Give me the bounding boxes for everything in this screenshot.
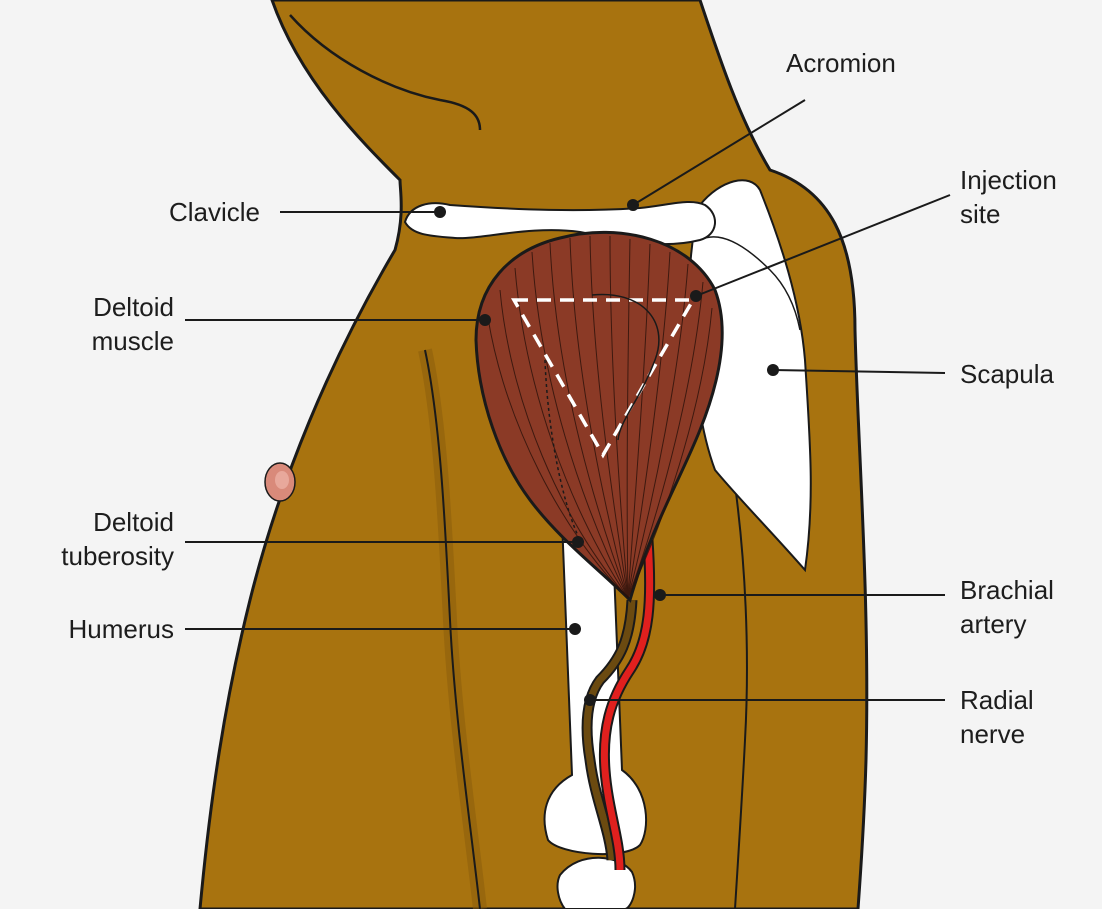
label-scapula: Scapula xyxy=(960,357,1054,391)
label-clavicle: Clavicle xyxy=(140,195,260,229)
label-radial-nerve-line2: nerve xyxy=(960,717,1034,751)
nipple-mark xyxy=(265,463,295,501)
deltoid-tuberosity-dot xyxy=(572,536,584,548)
humerus-dot xyxy=(569,623,581,635)
label-deltoid-muscle-line2: muscle xyxy=(40,324,174,358)
label-injection-site: Injection site xyxy=(960,163,1057,231)
label-deltoid-tuberosity: Deltoid tuberosity xyxy=(20,505,174,573)
label-scapula-text: Scapula xyxy=(960,357,1054,391)
label-acromion: Acromion xyxy=(786,46,896,80)
label-brachial-artery-line2: artery xyxy=(960,607,1054,641)
label-humerus-text: Humerus xyxy=(20,612,174,646)
label-acromion-text: Acromion xyxy=(786,46,896,80)
label-brachial-artery: Brachial artery xyxy=(960,573,1054,641)
label-deltoid-muscle-line1: Deltoid xyxy=(40,290,174,324)
injection-site-dot xyxy=(690,290,702,302)
label-radial-nerve: Radial nerve xyxy=(960,683,1034,751)
label-radial-nerve-line1: Radial xyxy=(960,683,1034,717)
label-brachial-artery-line1: Brachial xyxy=(960,573,1054,607)
clavicle-dot xyxy=(434,206,446,218)
label-deltoid-muscle: Deltoid muscle xyxy=(40,290,174,358)
label-deltoid-tuberosity-line2: tuberosity xyxy=(20,539,174,573)
deltoid-muscle-dot xyxy=(479,314,491,326)
label-injection-site-line2: site xyxy=(960,197,1057,231)
acromion-dot xyxy=(627,199,639,211)
label-clavicle-text: Clavicle xyxy=(140,195,260,229)
radial-nerve-dot xyxy=(584,694,596,706)
label-injection-site-line1: Injection xyxy=(960,163,1057,197)
label-humerus: Humerus xyxy=(20,612,174,646)
label-deltoid-tuberosity-line1: Deltoid xyxy=(20,505,174,539)
scapula-dot xyxy=(767,364,779,376)
brachial-artery-dot xyxy=(654,589,666,601)
